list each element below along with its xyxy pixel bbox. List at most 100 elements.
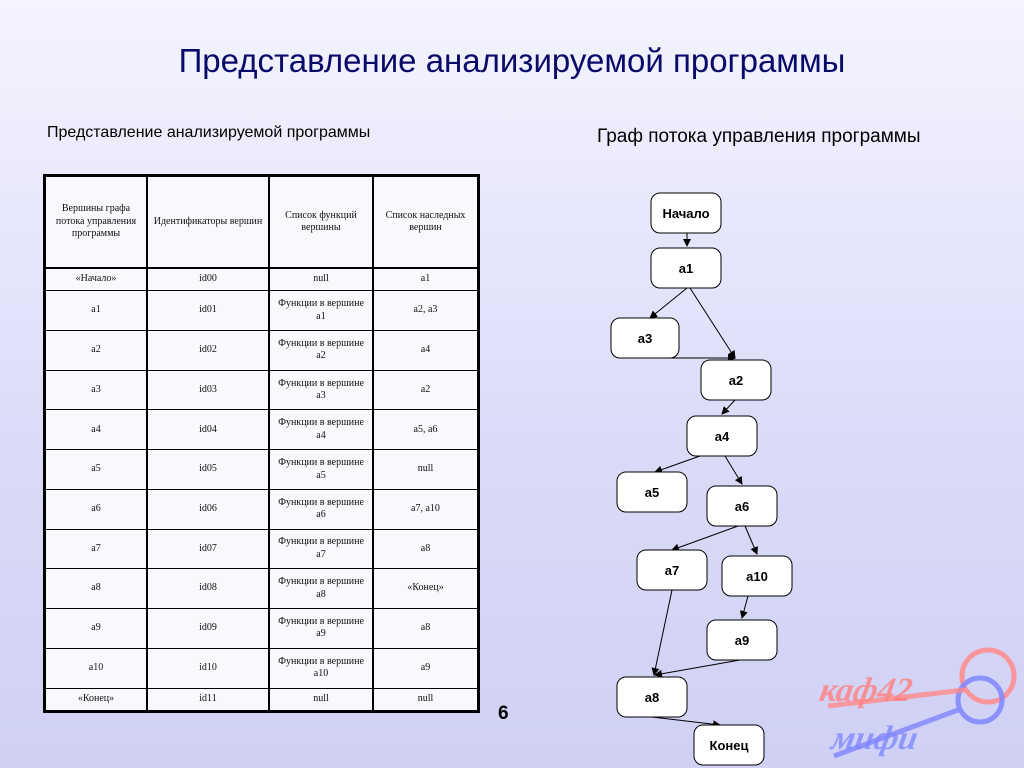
edge-a1-a3 <box>649 287 688 319</box>
logo-text-bottom: мифи <box>828 720 921 757</box>
graph-node-a8: a8 <box>616 676 688 718</box>
graph-node-a7: a7 <box>636 549 708 591</box>
graph-node-box <box>706 485 778 527</box>
edge-a4-a5 <box>654 455 701 474</box>
cell-id: id07 <box>146 528 270 570</box>
cell-id: id02 <box>146 329 270 371</box>
cell-id: id11 <box>146 687 270 713</box>
header-functions: Список функций вершины <box>268 175 374 269</box>
cell-functions: Функции в вершине a2 <box>268 329 374 371</box>
graph-node-a10: a10 <box>721 555 793 597</box>
cell-successors: a5, a6 <box>372 409 479 451</box>
header-vertices: Вершины графа потока управления программ… <box>44 175 148 269</box>
graph-node-box <box>706 619 778 661</box>
cell-functions: Функции в вершине a1 <box>268 290 374 331</box>
graph-node-box <box>610 317 680 359</box>
table-row: a6 id06 Функции в вершине a6 a7, a10 <box>44 488 479 530</box>
cell-id: id05 <box>146 449 270 490</box>
graph-node-a5: a5 <box>616 471 688 513</box>
graph-node-a2: a2 <box>700 359 772 401</box>
table-row: a4 id04 Функции в вершине a4 a5, a6 <box>44 409 479 451</box>
edge-a4-a6 <box>724 455 743 485</box>
graph-node-a4: a4 <box>686 415 758 457</box>
cell-functions: null <box>268 687 374 713</box>
table-row: «Начало» id00 null a1 <box>44 267 479 292</box>
graph-node-label: a8 <box>645 690 659 705</box>
header-identifiers: Идентификаторы вершин <box>146 175 270 269</box>
graph-caption: Граф потока управления программы <box>597 126 921 147</box>
graph-node-a1: a1 <box>650 247 722 289</box>
cell-id: id08 <box>146 568 270 610</box>
cell-id: id06 <box>146 488 270 530</box>
edge-a1-a2 <box>689 287 736 359</box>
cell-successors: a8 <box>372 608 479 649</box>
graph-node-start: Начало <box>650 192 722 234</box>
graph-node-label: a5 <box>645 485 659 500</box>
cell-functions: Функции в вершине a8 <box>268 568 374 610</box>
edge-a10-a9 <box>739 595 749 619</box>
cell-vertex: «Конец» <box>44 687 148 713</box>
table-row: a9 id09 Функции в вершине a9 a8 <box>44 608 479 649</box>
graph-node-box <box>616 471 688 513</box>
slide-title: Представление анализируемой программы <box>178 42 846 79</box>
table-row: a7 id07 Функции в вершине a7 a8 <box>44 528 479 570</box>
table-row: a2 id02 Функции в вершине a2 a4 <box>44 329 479 371</box>
cell-vertex: a7 <box>44 528 148 570</box>
table-row: a5 id05 Функции в вершине a5 null <box>44 449 479 490</box>
cell-functions: Функции в вершине a5 <box>268 449 374 490</box>
table-header-row: Вершины графа потока управления программ… <box>44 175 479 269</box>
graph-node-end: Конец <box>693 724 765 766</box>
graph-node-a3: a3 <box>610 317 680 359</box>
header-successors: Список наследных вершин <box>372 175 479 269</box>
graph-node-label: a2 <box>729 373 743 388</box>
graph-node-box <box>650 192 722 234</box>
edge-a9-a8 <box>654 659 741 678</box>
edge-a7-a8 <box>651 589 673 676</box>
graph-node-box <box>693 724 765 766</box>
graph-node-label: a4 <box>715 429 730 444</box>
cell-functions: Функции в вершине a4 <box>268 409 374 451</box>
cell-successors: a9 <box>372 647 479 689</box>
table-caption: Представление анализируемой программы <box>47 124 371 141</box>
edge-a8-end <box>651 716 721 729</box>
graph-node-a9: a9 <box>706 619 778 661</box>
cell-id: id09 <box>146 608 270 649</box>
edge-a6-a7 <box>671 525 739 552</box>
vertices-table: Вершины графа потока управления программ… <box>43 174 480 713</box>
graph-node-label: Конец <box>710 738 749 753</box>
cell-vertex: a5 <box>44 449 148 490</box>
cell-vertex: a6 <box>44 488 148 530</box>
graph-node-box <box>616 676 688 718</box>
cell-functions: Функции в вершине a3 <box>268 369 374 411</box>
logo-text-top: каф42 <box>816 672 916 709</box>
table-row: a3 id03 Функции в вершине a3 a2 <box>44 369 479 411</box>
cell-functions: Функции в вершине a10 <box>268 647 374 689</box>
graph-node-label: a6 <box>735 499 749 514</box>
page-number: 6 <box>498 703 509 724</box>
graph-node-label: a9 <box>735 633 749 648</box>
graph-node-a6: a6 <box>706 485 778 527</box>
cell-vertex: a4 <box>44 409 148 451</box>
cell-successors: a2 <box>372 369 479 411</box>
cell-successors: null <box>372 449 479 490</box>
edge-a2-a4 <box>721 399 736 415</box>
table-row: «Конец» id11 null null <box>44 687 479 713</box>
graph-node-label: a7 <box>665 563 679 578</box>
graph-node-label: a3 <box>638 331 652 346</box>
graph-node-box <box>636 549 708 591</box>
graph-node-label: a1 <box>679 261 693 276</box>
graph-node-box <box>650 247 722 289</box>
department-logo <box>827 647 1017 759</box>
graph-node-box <box>686 415 758 457</box>
cell-successors: null <box>372 687 479 713</box>
cell-successors: a4 <box>372 329 479 371</box>
graph-node-label: Начало <box>662 206 709 221</box>
cell-vertex: a10 <box>44 647 148 689</box>
graph-node-box <box>700 359 772 401</box>
graph-node-box <box>721 555 793 597</box>
cell-functions: Функции в вершине a9 <box>268 608 374 649</box>
cell-functions: Функции в вершине a6 <box>268 488 374 530</box>
graph-node-label: a10 <box>746 569 768 584</box>
edge-a6-a10 <box>744 525 758 555</box>
